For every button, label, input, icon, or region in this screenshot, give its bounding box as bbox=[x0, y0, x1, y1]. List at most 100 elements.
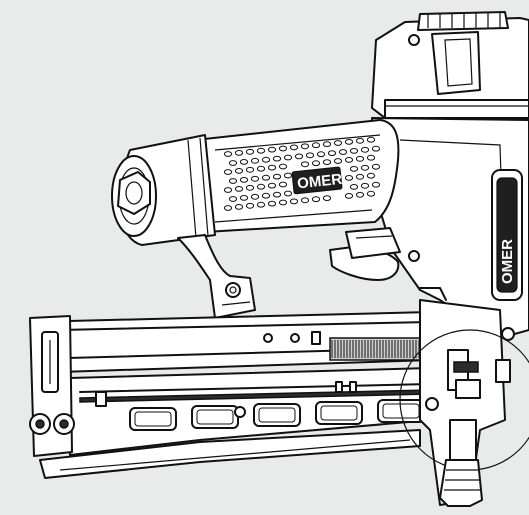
grip-dot bbox=[344, 139, 354, 145]
side-logo-text: OMER bbox=[499, 239, 516, 284]
grip-dot bbox=[322, 159, 332, 166]
grip-dot bbox=[234, 186, 244, 192]
grip-dot bbox=[366, 172, 376, 179]
grip-dot bbox=[283, 190, 293, 197]
grip-dot bbox=[338, 149, 348, 155]
grip-dot bbox=[234, 204, 244, 210]
grip-dot bbox=[223, 205, 233, 211]
magazine-slot-inner bbox=[320, 405, 358, 421]
grip-dot bbox=[327, 150, 337, 157]
grip-dot bbox=[305, 152, 315, 159]
grip-dot bbox=[239, 177, 249, 183]
handle-logo: OMER bbox=[291, 166, 343, 195]
grip-dot bbox=[333, 158, 343, 164]
magazine bbox=[29, 311, 433, 479]
grip-dot bbox=[355, 137, 365, 144]
grip-dot bbox=[371, 181, 381, 188]
grip-dot bbox=[256, 147, 266, 154]
grip-dot bbox=[250, 175, 260, 182]
grip-dot bbox=[355, 191, 365, 198]
handle: OMER bbox=[194, 119, 400, 233]
grip-dot bbox=[245, 202, 255, 209]
grip-dot bbox=[245, 148, 255, 155]
grip-dot bbox=[245, 166, 255, 173]
grip-dot bbox=[228, 160, 238, 166]
grip-dot bbox=[250, 157, 260, 164]
magazine-slot bbox=[191, 405, 239, 429]
grip-dot bbox=[272, 191, 282, 198]
grip-dot bbox=[250, 193, 260, 200]
grip-dot bbox=[239, 159, 249, 165]
grip-dot bbox=[344, 175, 354, 181]
grip-dot bbox=[228, 196, 238, 202]
handle-logo-text: OMER bbox=[296, 171, 343, 193]
grip-dot bbox=[366, 154, 376, 161]
grip-dot bbox=[366, 136, 376, 143]
grip-dot bbox=[272, 155, 282, 162]
magazine-slot-inner bbox=[258, 407, 296, 423]
magazine-slot bbox=[129, 407, 177, 431]
grip-dot bbox=[300, 197, 310, 204]
grip-dot bbox=[322, 141, 332, 148]
grip-dot bbox=[344, 193, 354, 199]
grip-dot bbox=[316, 151, 326, 158]
magazine-slot-inner bbox=[196, 409, 234, 425]
grip-dot bbox=[366, 190, 376, 197]
grip-dot bbox=[267, 182, 277, 189]
grip-dot bbox=[256, 183, 266, 190]
grip-dot bbox=[278, 199, 288, 206]
grip-dot bbox=[311, 160, 321, 167]
side-logo-badge: OMER bbox=[491, 169, 523, 301]
grip-dot bbox=[234, 150, 244, 156]
grip-dot bbox=[333, 140, 343, 146]
grip-dot bbox=[344, 157, 354, 163]
grip-dot bbox=[360, 182, 370, 189]
grip-dot bbox=[300, 161, 310, 168]
handle-support bbox=[177, 234, 256, 319]
grip-dot bbox=[261, 174, 271, 181]
grip-dot bbox=[349, 166, 359, 172]
grip-dot-pattern bbox=[223, 136, 381, 211]
grip-dot bbox=[300, 143, 310, 150]
air-inlet-cap bbox=[111, 134, 216, 246]
grip-dot bbox=[239, 195, 249, 201]
grip-dot bbox=[278, 181, 288, 188]
grip-dot bbox=[355, 155, 365, 162]
grip-dot bbox=[256, 165, 266, 172]
grip-dot bbox=[289, 144, 299, 151]
grip-dot bbox=[234, 168, 244, 174]
trigger bbox=[329, 227, 420, 281]
grip-dot bbox=[267, 164, 277, 171]
grip-dot bbox=[223, 151, 233, 157]
grip-dot bbox=[311, 196, 321, 203]
grip-dot bbox=[228, 178, 238, 184]
grip-dot bbox=[261, 192, 271, 199]
grip-dot bbox=[261, 156, 271, 163]
magazine-slot bbox=[253, 403, 301, 427]
motor-head bbox=[371, 11, 529, 121]
grip-dot bbox=[267, 200, 277, 207]
grip-dot bbox=[223, 169, 233, 175]
grip-dot bbox=[283, 154, 293, 161]
nose-assembly bbox=[399, 287, 529, 507]
grip-dot bbox=[322, 195, 332, 202]
grip-dot bbox=[272, 173, 282, 180]
magazine-slot-inner bbox=[134, 411, 172, 427]
grip-dot bbox=[278, 145, 288, 152]
grip-dot bbox=[283, 172, 293, 179]
grip-dot bbox=[294, 153, 304, 160]
grip-dot bbox=[256, 201, 266, 208]
grip-dot bbox=[267, 146, 277, 153]
grip-dot bbox=[349, 148, 359, 154]
grip-dot bbox=[311, 142, 321, 149]
grip-dot bbox=[349, 184, 359, 190]
grip-dot bbox=[223, 187, 233, 193]
grip-dot bbox=[289, 198, 299, 205]
grip-dot bbox=[371, 163, 381, 170]
grip-dot bbox=[360, 164, 370, 171]
grip-dot bbox=[355, 173, 365, 180]
grip-dot bbox=[278, 163, 288, 170]
grip-dot bbox=[371, 145, 381, 152]
